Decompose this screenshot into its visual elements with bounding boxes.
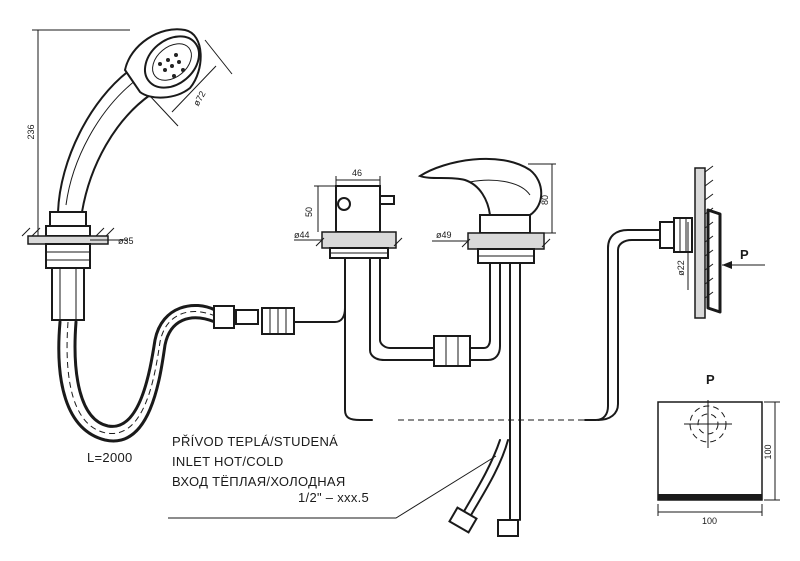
dim-50: 50 — [304, 207, 314, 217]
wall-fitting — [584, 165, 722, 421]
thread-spec-label: 1/2" – xxx.5 — [298, 490, 369, 505]
inlet-label-en: INLET HOT/COLD — [172, 454, 284, 469]
view-p-plate: P — [657, 372, 763, 501]
dim-236: 236 — [26, 124, 36, 139]
dim-22: ø22 — [676, 260, 686, 276]
inlet-annotation: PŘÍVOD TEPLÁ/STUDENÁ INLET HOT/COLD ВХОД… — [168, 434, 497, 519]
dim-44: ø44 — [294, 230, 310, 240]
spray-nozzles — [158, 53, 185, 78]
dim-72: ø72 — [191, 89, 207, 107]
view-arrow: P — [722, 247, 765, 269]
dim-49: ø49 — [436, 230, 452, 240]
dim-46: 46 — [352, 168, 362, 178]
view-arrow-letter: P — [740, 247, 749, 262]
mixer-tap — [417, 157, 551, 521]
inlet-label-ru: ВХОД ТЁПЛАЯ/ХОЛОДНАЯ — [172, 474, 346, 489]
dim-plate-width: 100 — [702, 516, 717, 526]
dimension-mixer: 80 ø49 — [432, 163, 556, 242]
view-p-title: P — [706, 372, 715, 387]
diverter-valve — [315, 185, 435, 421]
dimension-wall-fitting: ø22 — [676, 222, 689, 290]
dimension-shower-height: 236 — [26, 29, 130, 237]
inlet-hoses — [448, 439, 519, 537]
dim-plate-height: 100 — [763, 444, 773, 459]
dim-80: 80 — [540, 195, 550, 205]
inlet-label-cz: PŘÍVOD TEPLÁ/STUDENÁ — [172, 434, 338, 449]
hose-length-label: L=2000 — [87, 450, 133, 465]
dimension-plate: 100 100 — [657, 401, 780, 526]
dim-35: ø35 — [118, 236, 134, 246]
flex-hose — [57, 257, 346, 443]
dimension-valve: 46 50 ø44 — [294, 168, 381, 241]
middle-coupling — [433, 261, 501, 367]
hand-shower — [21, 28, 202, 321]
